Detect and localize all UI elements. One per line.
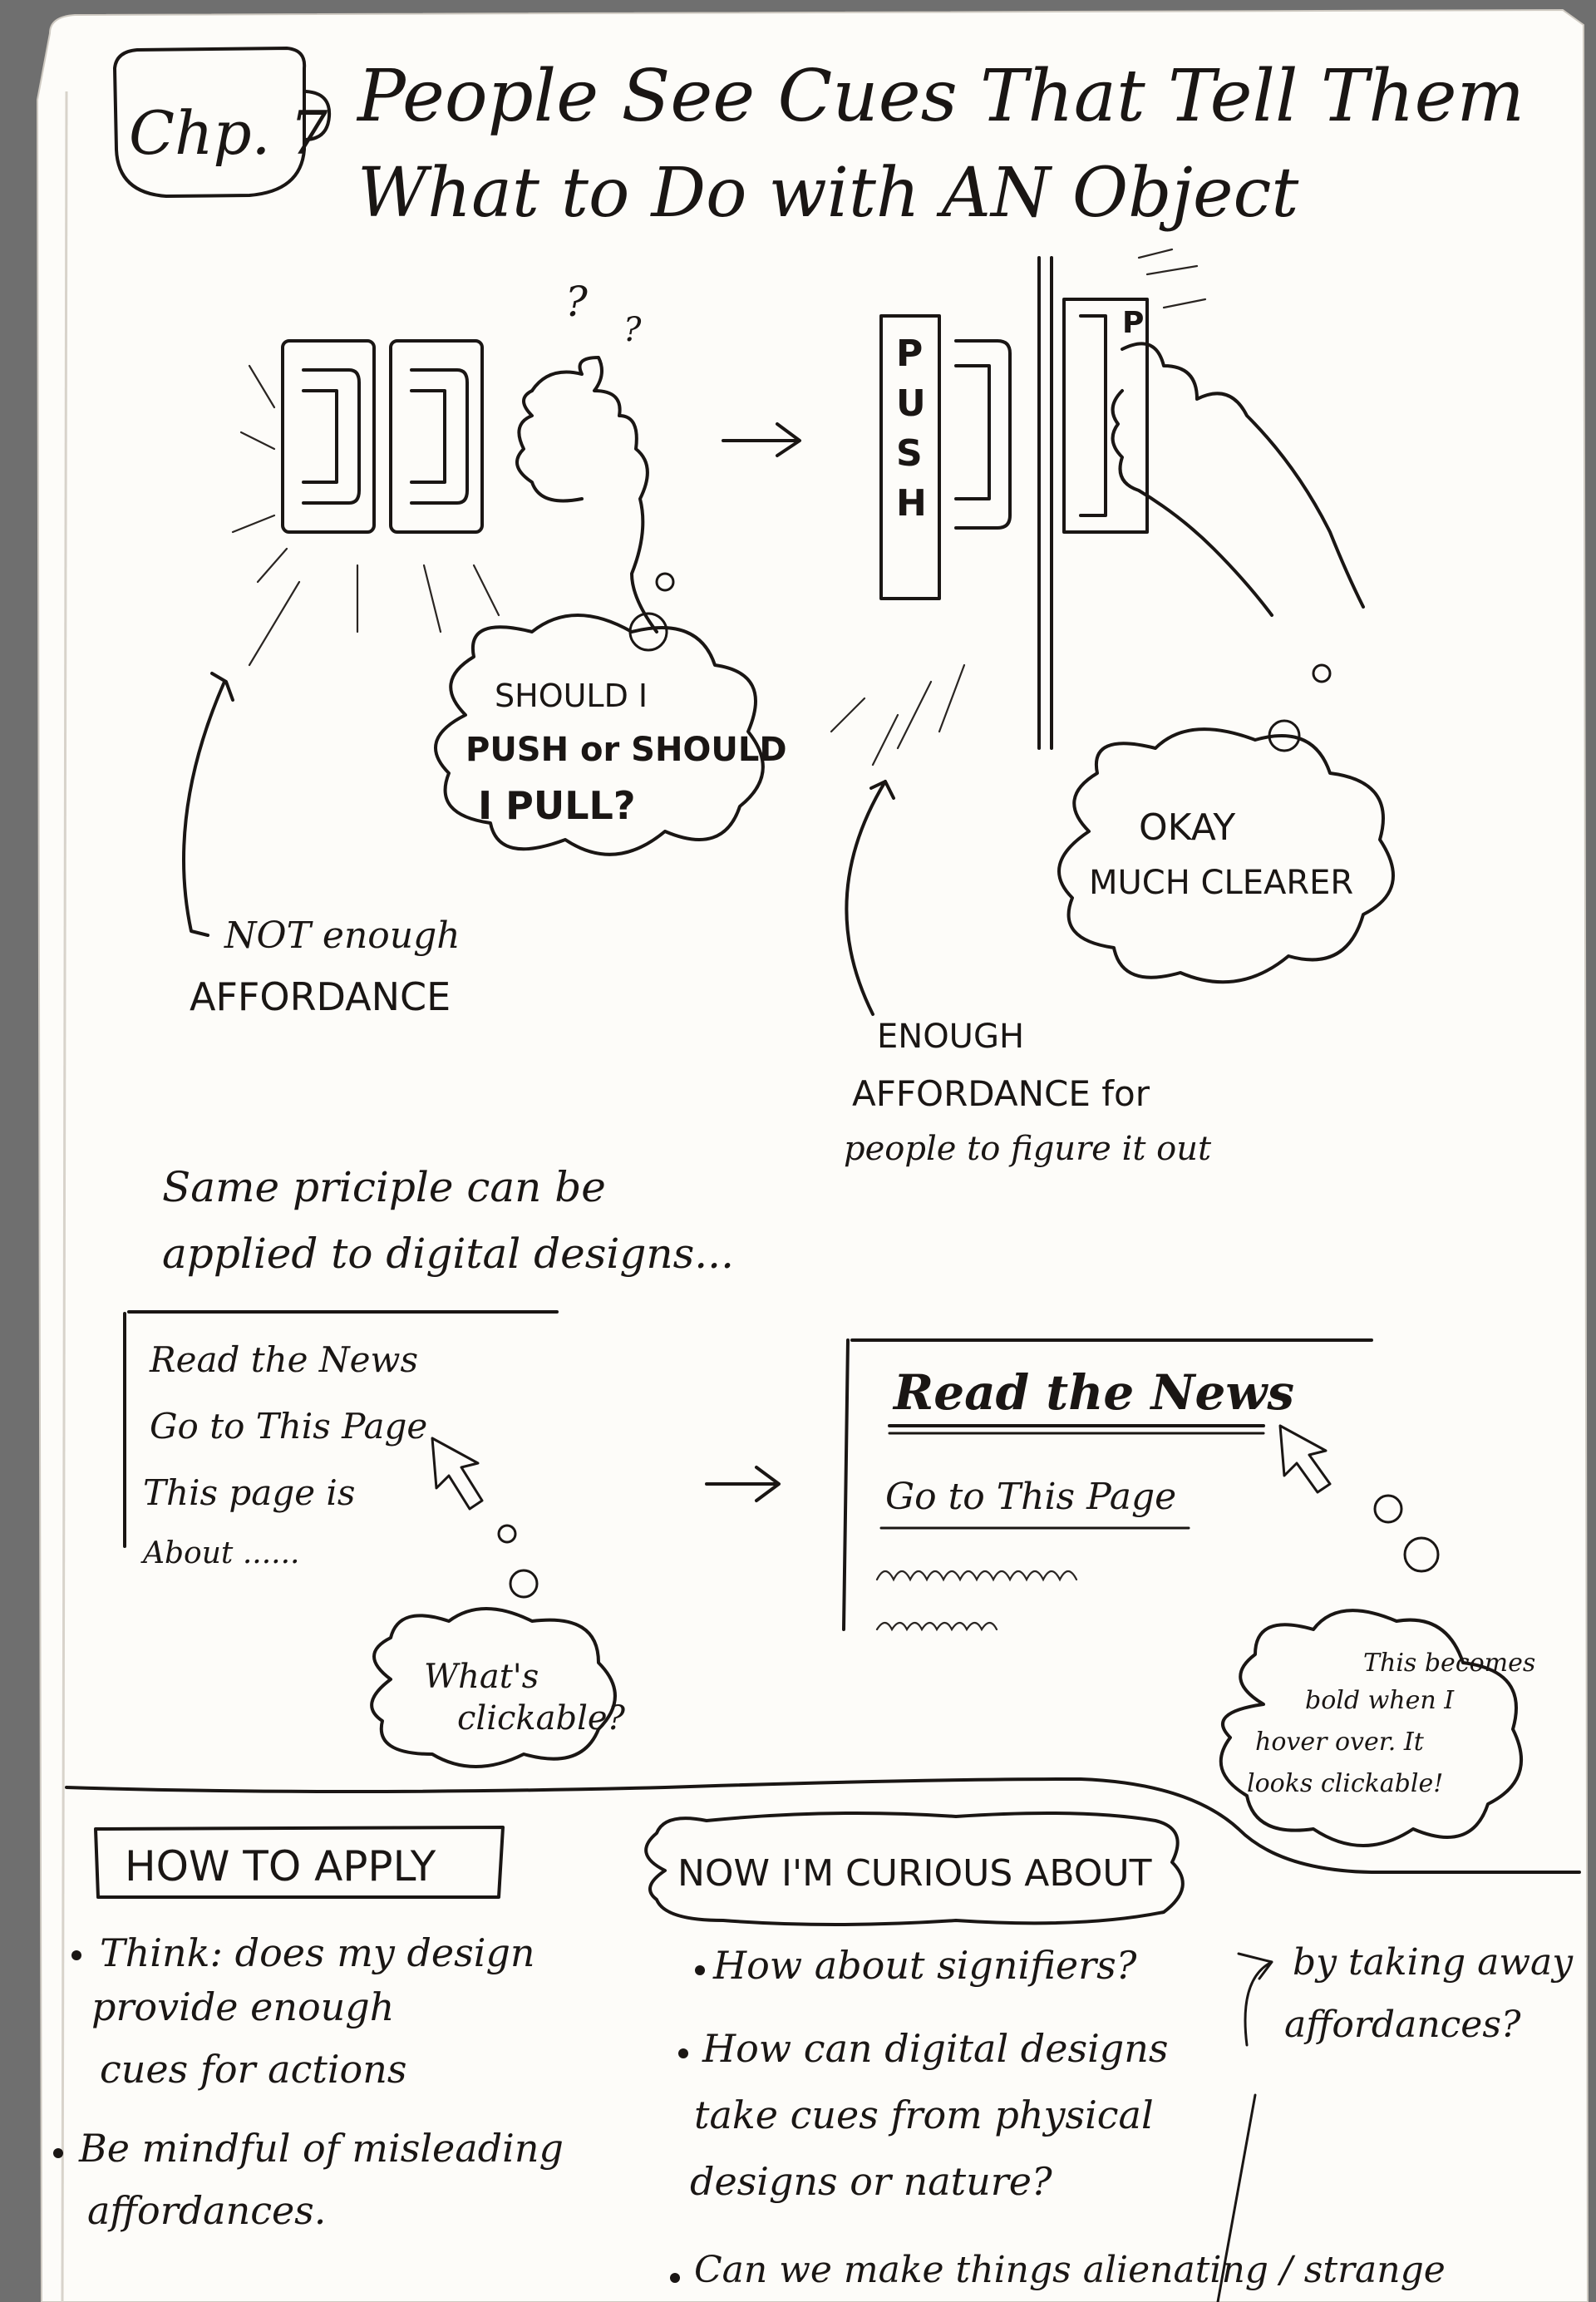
intro-line1: Same priciple can be (162, 1163, 606, 1211)
side-note-line1: by taking away (1293, 1941, 1574, 1984)
thought-hover-line1: This becomes (1363, 1649, 1535, 1678)
how-to-apply-heading: HOW TO APPLY (125, 1842, 436, 1890)
label-not-enough-line2: AFFORDANCE (190, 974, 451, 1019)
curious-side-note: by taking away affordances? (1216, 1941, 1574, 2302)
right-link-go-to-page[interactable]: Go to This Page (885, 1476, 1176, 1518)
how-to-apply-section: HOW TO APPLY Think: does my design provi… (53, 1826, 564, 2233)
page-title-line2: What to Do with AN Object (357, 154, 1299, 233)
thought-bubble-clickable: What's clickable? (370, 1607, 626, 1768)
thought-hover-line3: hover over. It (1255, 1728, 1425, 1757)
apply-item-1-line3: cues for actions (100, 2047, 406, 2092)
question-mark-2: ? (623, 311, 642, 349)
placeholder-scribble-2 (875, 1621, 998, 1632)
thought-right-line1: OKAY (1139, 806, 1235, 849)
door-handles-push-sign: P U S H P (830, 248, 1207, 767)
pushing-hand-icon (1111, 342, 1365, 617)
thought-bubble-right: OKAY MUCH CLEARER (1057, 663, 1395, 984)
mock-page-right: Read the News Go to This Page (842, 1338, 1440, 1632)
push-letter-u: U (896, 382, 926, 425)
label-enough-line1: ENOUGH (877, 1018, 1024, 1056)
arrow-enough (845, 780, 895, 1016)
curious-section: NOW I'M CURIOUS ABOUT How about signifie… (644, 1812, 1446, 2291)
apply-item-1-line2: provide enough (91, 1984, 394, 2029)
curious-heading: NOW I'M CURIOUS ABOUT (677, 1852, 1152, 1895)
placeholder-scribble-1 (875, 1570, 1078, 1582)
apply-item-2-line2: affordances. (87, 2188, 326, 2233)
arrow-not-enough (182, 672, 234, 937)
thought-left-line3: I PULL? (478, 783, 636, 828)
intro-line2: applied to digital designs... (162, 1230, 734, 1278)
thought-hover-line2: bold when I (1305, 1686, 1455, 1715)
label-not-enough-line1: NOT enough (224, 914, 461, 957)
left-list-item-1: Read the News (149, 1339, 418, 1380)
thought-hover-line4: looks clickable! (1247, 1769, 1443, 1798)
door-corner-letter: P (1122, 306, 1144, 340)
cursor-arrow-icon (1278, 1424, 1332, 1494)
left-list-item-2: Go to This Page (150, 1406, 427, 1447)
arrow-right-door (722, 422, 801, 457)
thought-right-line2: MUCH CLEARER (1089, 864, 1353, 902)
door-handles-plain (231, 339, 500, 667)
chapter-label: Chp. 7 (129, 98, 328, 168)
apply-item-1-line1: Think: does my design (100, 1930, 535, 1975)
curious-item-2-line3: designs or nature? (690, 2159, 1052, 2204)
left-list-item-3: This page is (143, 1472, 355, 1513)
label-enough-line3: people to figure it out (844, 1130, 1212, 1168)
side-note-line2: affordances? (1284, 2004, 1521, 2046)
paper-sheet (36, 8, 1589, 2302)
page-title-line1: People See Cues That Tell Them (356, 55, 1525, 138)
cursor-arrow-icon (431, 1437, 484, 1511)
push-letter-s: S (896, 432, 923, 475)
curious-item-2-line1: How can digital designs (702, 2026, 1168, 2071)
thought-bubble-left: SHOULD I PUSH or SHOULD I PULL? (434, 572, 787, 856)
push-sign-letters: P U S H (896, 333, 927, 525)
curious-item-1: How about signifiers? (712, 1943, 1137, 1988)
curious-item-3: Can we make things alienating / strange (694, 2249, 1446, 2291)
thought-left-line1: SHOULD I (495, 678, 648, 714)
thought-bubble-hover: This becomes bold when I hover over. It … (1219, 1609, 1535, 1847)
left-list-item-4: About ...... (140, 1536, 299, 1570)
chapter-mug-badge: Chp. 7 (113, 47, 332, 198)
push-letter-p: P (896, 333, 923, 375)
hesitant-hand-icon (515, 356, 658, 633)
mock-page-left: Read the News Go to This Page This page … (123, 1310, 559, 1599)
right-link-read-news[interactable]: Read the News (892, 1364, 1294, 1421)
label-enough-line2: AFFORDANCE for (852, 1073, 1150, 1114)
question-mark-1: ? (565, 278, 589, 326)
apply-item-2-line1: Be mindful of misleading (78, 2126, 564, 2171)
thought-clickable-line2: clickable? (457, 1699, 626, 1738)
push-letter-h: H (896, 482, 927, 525)
arrow-right-digital (705, 1466, 781, 1502)
notebook-fold-line (61, 91, 68, 2302)
section-divider (65, 1777, 1581, 1874)
thought-left-line2: PUSH or SHOULD (466, 731, 787, 769)
curious-item-2-line2: take cues from physical (694, 2093, 1154, 2137)
thought-clickable-line1: What's (424, 1658, 539, 1696)
